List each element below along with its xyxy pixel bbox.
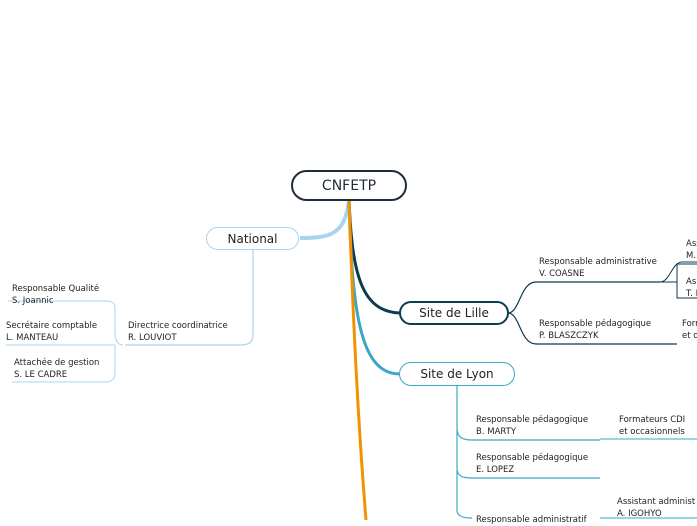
comptable-node[interactable]: Secrétaire comptable L. MANTEAU	[6, 320, 97, 344]
lyon-node[interactable]: Site de Lyon	[399, 362, 515, 386]
national-label: National	[227, 231, 278, 246]
role-text: Assi	[686, 239, 697, 249]
branch-national	[299, 199, 351, 240]
line-text: et occasionnels	[619, 427, 685, 437]
role-text: As	[686, 277, 697, 287]
lille-formateurs[interactable]: Forr et o	[682, 318, 697, 342]
role-text: Responsable administratif	[476, 515, 587, 525]
name-text: T. I	[686, 289, 697, 299]
lille-admin-node[interactable]: Responsable administrative V. COASNE	[539, 256, 657, 280]
lille-assistant-2[interactable]: As T. I	[686, 276, 697, 300]
role-text: Responsable pédagogique	[476, 453, 589, 463]
branch-lyon	[347, 199, 401, 376]
gestion-node[interactable]: Attachée de gestion S. LE CADRE	[14, 357, 99, 381]
name-text: S. LE CADRE	[14, 370, 68, 380]
name-text: M.	[686, 251, 697, 261]
role-text: Responsable administrative	[539, 257, 657, 267]
lyon-peda1-node[interactable]: Responsable pédagogique B. MARTY	[476, 414, 588, 438]
lyon-admin-node[interactable]: Responsable administratif	[476, 514, 587, 526]
name-text: B. MARTY	[476, 427, 517, 437]
name-text: P. BLASZCZYK	[539, 331, 599, 341]
line-text: Assistant administ	[617, 497, 696, 507]
name-text: E. LOPEZ	[476, 465, 515, 475]
name-text: L. MANTEAU	[6, 333, 59, 343]
lille-assistant-1[interactable]: Assi M.	[686, 238, 697, 262]
role-text: Directrice coordinatrice	[128, 321, 228, 331]
role-text: Responsable pédagogique	[476, 415, 589, 425]
line-text: Forr	[682, 319, 697, 329]
branch-orange	[347, 199, 368, 520]
branch-lille	[347, 199, 401, 315]
qualite-node[interactable]: Responsable Qualité S. Joannic	[12, 283, 99, 307]
root-node[interactable]: CNFETP	[291, 170, 407, 201]
national-node[interactable]: National	[206, 227, 299, 250]
name-text: V. COASNE	[539, 269, 585, 279]
line-text: Formateurs CDI	[619, 415, 686, 425]
lille-node[interactable]: Site de Lille	[399, 301, 509, 325]
role-text: Responsable pédagogique	[539, 319, 652, 329]
lille-label: Site de Lille	[419, 306, 489, 320]
line-text: et o	[682, 331, 697, 341]
role-text: Attachée de gestion	[14, 358, 100, 368]
line-text: A. IGOHYO	[617, 509, 662, 519]
lyon-label: Site de Lyon	[420, 367, 494, 381]
lyon-peda2-node[interactable]: Responsable pédagogique E. LOPEZ	[476, 452, 588, 476]
role-text: Secrétaire comptable	[6, 321, 98, 331]
name-text: S. Joannic	[12, 296, 54, 306]
lille-peda-node[interactable]: Responsable pédagogique P. BLASZCZYK	[539, 318, 651, 342]
name-text: R. LOUVIOT	[128, 333, 177, 343]
directrice-node[interactable]: Directrice coordinatrice R. LOUVIOT	[128, 320, 228, 344]
lyon-assistant-node[interactable]: Assistant administ A. IGOHYO	[617, 496, 695, 520]
lyon-formateurs-node[interactable]: Formateurs CDI et occasionnels	[619, 414, 685, 438]
role-text: Responsable Qualité	[12, 284, 100, 294]
root-label: CNFETP	[321, 177, 377, 194]
